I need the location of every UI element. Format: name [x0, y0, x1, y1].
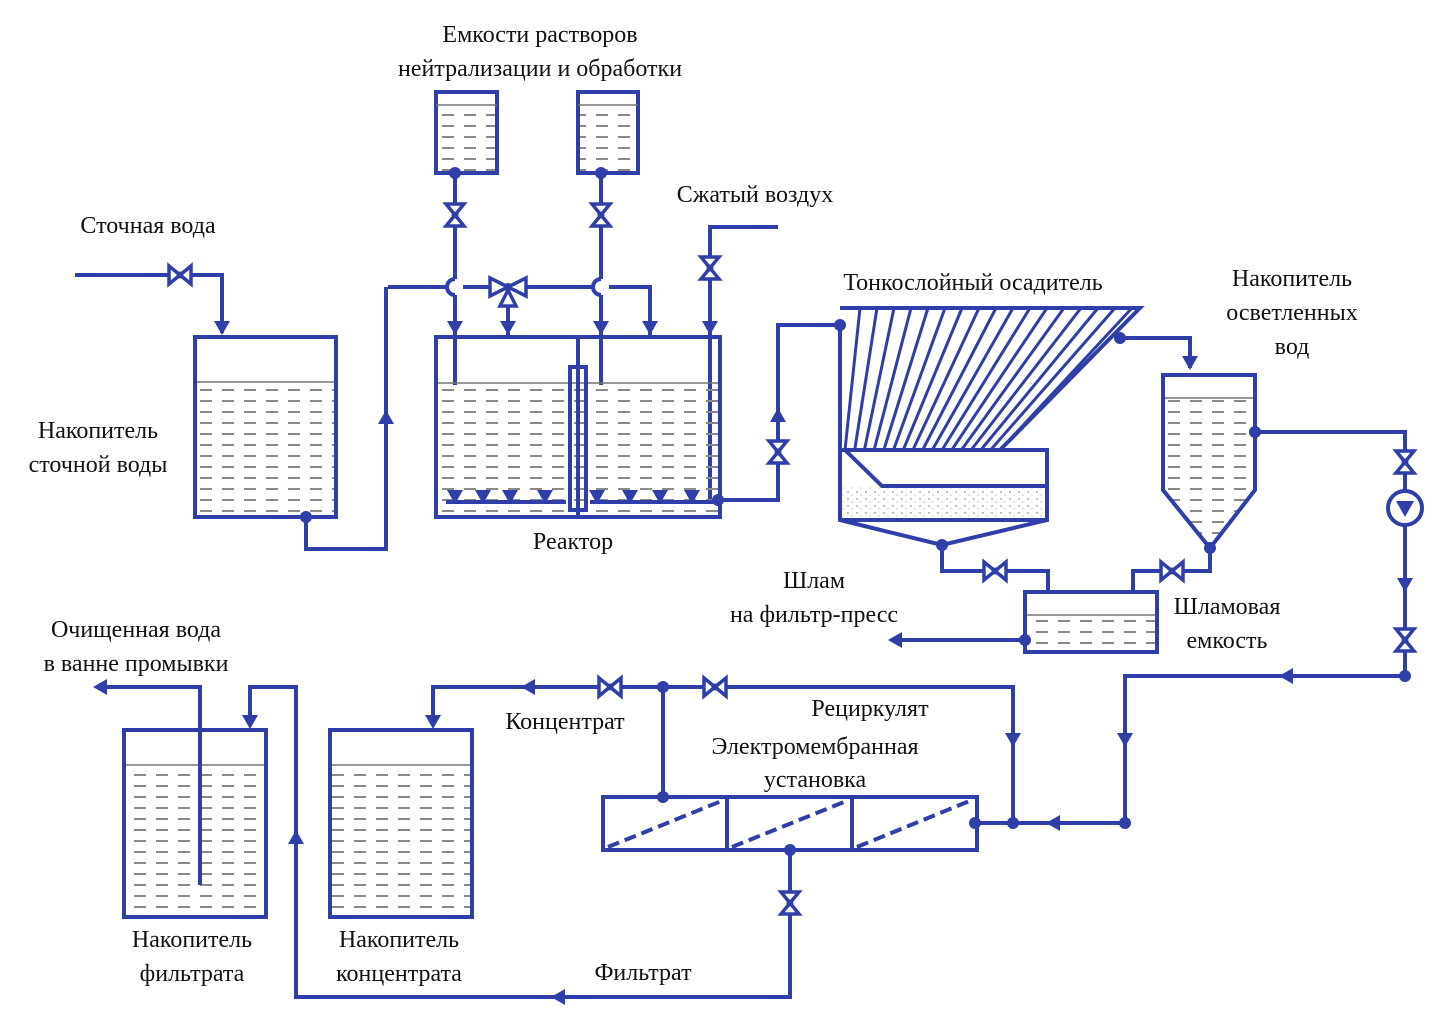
wastewater-storage-tank: [193, 335, 338, 519]
lamella-plate: [853, 307, 879, 451]
lamella-plate: [940, 307, 1032, 451]
label-clean-water-2: в ванне промывки: [44, 651, 229, 677]
solution-tank-2: [576, 90, 640, 175]
lamella-plate: [979, 307, 1100, 451]
valve-icon[interactable]: [167, 264, 193, 286]
lamella-plate: [901, 307, 964, 451]
lamella-plate: [969, 307, 1083, 451]
label-storage: Накопитель: [38, 418, 158, 444]
label-clarified-2: осветленных: [1226, 300, 1357, 326]
label-sludge: Шлам: [783, 568, 845, 594]
lamella-plate: [999, 306, 1134, 452]
label-wastewater: Сточная вода: [80, 213, 216, 239]
label-recirculate: Рециркулят: [811, 696, 929, 722]
valve-icon[interactable]: [1394, 449, 1416, 475]
label-concentrate-tank: Накопитель: [339, 927, 459, 953]
label-clarified-3: вод: [1275, 334, 1310, 360]
label-filtrate-tank-2: фильтрата: [140, 961, 245, 987]
valve-icon[interactable]: [982, 560, 1008, 582]
label-filtrate: Фильтрат: [594, 960, 692, 986]
valve-icon[interactable]: [699, 255, 721, 281]
valve-icon[interactable]: [590, 202, 612, 228]
valve-icon[interactable]: [702, 676, 728, 698]
lamella-plate: [960, 307, 1066, 451]
pump-icon[interactable]: [1386, 489, 1424, 527]
label-electromembrane-2: установка: [764, 767, 867, 793]
valve-icon[interactable]: [1394, 627, 1416, 653]
lamella-plate: [989, 307, 1117, 451]
valve-icon[interactable]: [597, 676, 623, 698]
label-filtrate-tank: Накопитель: [132, 927, 252, 953]
lamella-settler: [838, 306, 1145, 548]
label-settler: Тонкослойный осадитель: [843, 270, 1102, 296]
label-reactor: Реактор: [533, 529, 613, 555]
label-sludge-tank: Шламовая: [1174, 594, 1281, 620]
filtrate-tank: [122, 728, 268, 919]
lamella-plate: [872, 307, 913, 451]
lamella-plate: [930, 307, 1015, 451]
lamella-plate: [950, 307, 1049, 451]
sludge-tank: [1023, 590, 1159, 654]
three-way-valve-icon[interactable]: [488, 275, 528, 308]
valve-icon[interactable]: [779, 890, 801, 916]
lamella-plate: [911, 307, 981, 451]
valve-icon[interactable]: [767, 439, 789, 465]
label-storage-2: сточной воды: [29, 452, 168, 478]
concentrate-tank: [328, 728, 474, 919]
solution-tank-1: [434, 90, 499, 175]
label-electromembrane: Электромембранная: [711, 734, 918, 760]
valve-icon[interactable]: [1159, 560, 1185, 582]
lamella-plate: [882, 307, 930, 451]
label-solution-tanks-2: нейтрализации и обработки: [398, 56, 682, 82]
label-clarified: Накопитель: [1232, 266, 1352, 292]
label-compressed-air: Сжатый воздух: [677, 182, 834, 208]
label-solution-tanks: Емкости растворов: [442, 22, 637, 48]
lamella-plate: [921, 307, 998, 451]
clarified-water-tank: [1161, 373, 1257, 552]
label-sludge-2: на фильтр-пресс: [730, 602, 898, 628]
lamella-plate: [892, 307, 947, 451]
valve-icon[interactable]: [444, 202, 466, 228]
lamella-plate: [862, 307, 896, 451]
reactor: [434, 335, 722, 519]
label-sludge-tank-2: емкость: [1187, 628, 1268, 654]
electromembrane-unit: [601, 795, 979, 852]
label-clean-water: Очищенная вода: [51, 617, 221, 643]
label-concentrate: Концентрат: [505, 709, 625, 735]
label-concentrate-tank-2: концентрата: [336, 961, 462, 987]
